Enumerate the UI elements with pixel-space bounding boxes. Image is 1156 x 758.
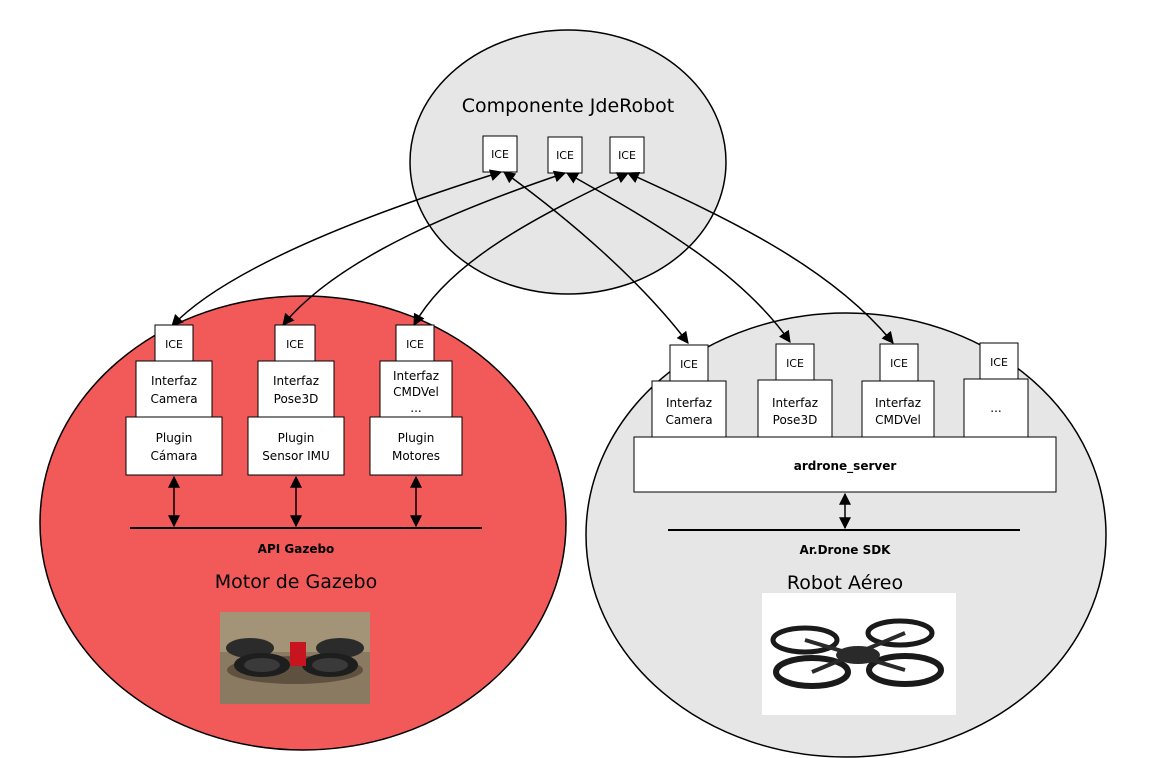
robot-title: Robot Aéreo [787, 572, 903, 594]
ardrone-image [762, 593, 956, 715]
interface-label: ... [990, 401, 1001, 415]
ice-label: ICE [786, 357, 804, 370]
interface-label: Interfaz [151, 374, 197, 388]
gazebo-pose3d-stack: ICE Interfaz Pose3D Plugin Sensor IMU [247, 324, 345, 476]
gazebo-title: Motor de Gazebo [215, 571, 377, 593]
ardrone-server-label: ardrone_server [794, 459, 897, 474]
interface-label: Interfaz [393, 369, 439, 383]
interface-label: Interfaz [875, 396, 921, 410]
ardrone-sdk-label: Ar.Drone SDK [800, 543, 892, 557]
ardrone-sdk-bus [668, 492, 1020, 531]
plugin-label: Plugin [398, 431, 435, 445]
interface-label: CMDVel [875, 413, 921, 427]
ice-label: ICE [680, 358, 698, 371]
top-ice-boxes: ICE ICE ICE [482, 135, 645, 174]
plugin-label: Motores [392, 449, 440, 463]
interface-label: Pose3D [274, 392, 319, 406]
robot-cmdvel-stack: ICE Interfaz CMDVel [861, 343, 935, 438]
robot-more-stack: ICE ... [963, 342, 1029, 438]
interface-label: Pose3D [773, 413, 818, 427]
ice-label: ICE [890, 357, 908, 370]
interface-label: Camera [150, 392, 197, 406]
ardrone-server-box [633, 436, 1057, 493]
gazebo-drone-image [220, 612, 370, 704]
ice-label: ICE [618, 149, 636, 162]
gazebo-api-bus [130, 475, 482, 529]
plugin-label: Sensor IMU [262, 449, 330, 463]
interface-label: Camera [665, 413, 712, 427]
ice-label: ICE [990, 356, 1008, 369]
ice-label: ICE [406, 338, 424, 351]
interface-label: Interfaz [273, 374, 319, 388]
ice-label: ICE [286, 338, 304, 351]
ice-label: ICE [165, 338, 183, 351]
ice-label: ICE [556, 149, 574, 162]
plugin-label: Cámara [150, 449, 197, 463]
gazebo-cmdvel-stack: ICE Interfaz CMDVel ... Plugin Motores [369, 324, 463, 476]
interface-label: CMDVel [393, 385, 439, 399]
ice-label: ICE [491, 148, 509, 161]
robot-pose3d-stack: ICE Interfaz Pose3D [757, 343, 833, 438]
gazebo-camera-stack: ICE Interfaz Camera Plugin Cámara [125, 324, 223, 476]
gazebo-bus-label: API Gazebo [258, 542, 335, 556]
interface-label: Interfaz [772, 396, 818, 410]
connection-arrows [171, 169, 894, 344]
plugin-label: Plugin [278, 431, 315, 445]
plugin-label: Plugin [156, 431, 193, 445]
robot-camera-stack: ICE Interfaz Camera [651, 344, 727, 438]
top-title: Componente JdeRobot [462, 95, 675, 117]
interface-label: Interfaz [666, 396, 712, 410]
interface-label: ... [410, 401, 421, 415]
